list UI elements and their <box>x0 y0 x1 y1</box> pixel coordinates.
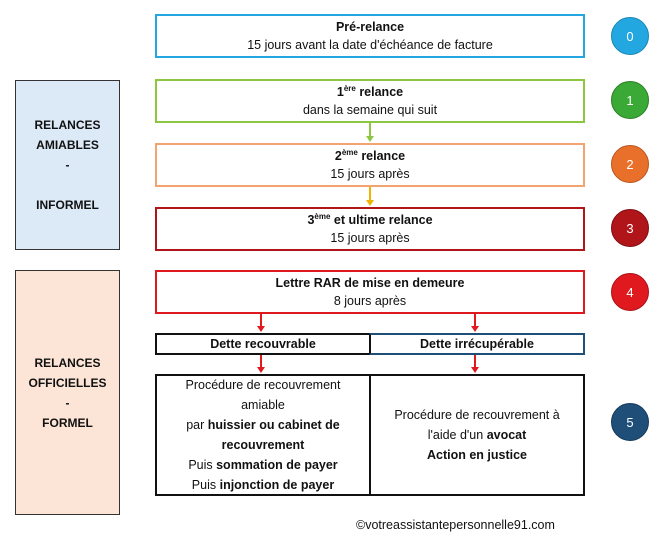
arrow-4-right <box>471 326 479 332</box>
connector-1-2 <box>369 123 371 137</box>
arrow-1-2 <box>366 136 374 142</box>
proc-left-line-1: Procédure de recouvrement <box>185 378 341 392</box>
section-officiel-line-3: - <box>65 395 70 410</box>
proc-left-line-6a: Puis <box>191 478 220 492</box>
header-dette-irrecuperable: Dette irrécupérable <box>369 333 585 355</box>
section-officiel-line-1: RELANCES <box>34 355 101 370</box>
step-1-title-sup: ère <box>343 83 356 93</box>
section-amiable-line-1: RELANCES <box>34 118 101 132</box>
arrow-4-left <box>257 326 265 332</box>
step-2-relance: 2ème relance 15 jours après <box>155 143 585 187</box>
step-0-title: Pré-relance <box>335 20 405 34</box>
header-dette-recouvrable: Dette recouvrable <box>155 333 371 355</box>
step-pre-relance: Pré-relance 15 jours avant la date d'éch… <box>155 14 585 58</box>
proc-right-line-3: Action en justice <box>426 448 528 462</box>
proc-left-line-5a: Puis <box>188 458 217 472</box>
step-3-detail: 15 jours après <box>330 231 410 245</box>
connector-left-proc <box>260 355 262 368</box>
step-4-title: Lettre RAR de mise en demeure <box>275 276 465 290</box>
proc-left-line-3a: par <box>186 418 208 432</box>
section-amiable-line-2: AMIABLES <box>36 138 99 152</box>
step-1-title-rest: relance <box>355 85 404 99</box>
section-officiel-line-4: FORMEL <box>42 415 93 430</box>
step-4-detail: 8 jours après <box>333 294 407 308</box>
proc-left-line-3b: huissier ou cabinet de <box>207 418 340 432</box>
procedure-amiable: Procédure de recouvrement amiable par hu… <box>155 374 371 496</box>
step-1-detail: dans la semaine qui suit <box>302 103 438 117</box>
step-1-title-num: 1 <box>336 85 344 99</box>
proc-right-line-2a: l'aide d'un <box>427 428 487 442</box>
step-2-detail: 15 jours après <box>330 167 410 181</box>
section-officiel-line-2: OFFICIELLES <box>28 375 107 390</box>
step-3-title-sup: ème <box>314 211 331 221</box>
proc-left-line-4: recouvrement <box>221 438 305 452</box>
step-number-0: 0 <box>611 17 649 55</box>
proc-left-line-6b: injonction de payer <box>219 478 335 492</box>
step-number-4: 4 <box>611 273 649 311</box>
step-number-2: 2 <box>611 145 649 183</box>
step-number-5: 5 <box>611 403 649 441</box>
copyright-footer: ©votreassistantepersonnelle91.com <box>356 518 555 532</box>
step-2-title-rest: relance <box>357 149 406 163</box>
step-number-3: 3 <box>611 209 649 247</box>
step-3-title-num: 3 <box>307 213 315 227</box>
connector-4-left <box>260 314 262 327</box>
step-mise-en-demeure: Lettre RAR de mise en demeure 8 jours ap… <box>155 270 585 314</box>
arrow-2-3 <box>366 200 374 206</box>
section-amiable-line-4: INFORMEL <box>36 198 99 212</box>
connector-right-proc <box>474 355 476 368</box>
step-3-title-rest: et ultime relance <box>330 213 433 227</box>
connector-2-3 <box>369 187 371 201</box>
proc-left-line-5b: sommation de payer <box>216 458 338 472</box>
step-3-relance: 3ème et ultime relance 15 jours après <box>155 207 585 251</box>
step-1-relance: 1ère relance dans la semaine qui suit <box>155 79 585 123</box>
step-2-title-num: 2 <box>334 149 342 163</box>
proc-left-line-2: amiable <box>241 398 285 412</box>
step-2-title-sup: ème <box>341 147 358 157</box>
connector-4-right <box>474 314 476 327</box>
step-number-1: 1 <box>611 81 649 119</box>
step-0-detail: 15 jours avant la date d'échéance de fac… <box>247 38 493 52</box>
proc-right-line-1: Procédure de recouvrement à <box>394 408 560 422</box>
header-dette-irrecuperable-label: Dette irrécupérable <box>420 337 534 351</box>
procedure-judiciaire: Procédure de recouvrement à l'aide d'un … <box>369 374 585 496</box>
arrow-right-proc <box>471 367 479 373</box>
header-dette-recouvrable-label: Dette recouvrable <box>210 337 316 351</box>
section-amiable: RELANCES AMIABLES - INFORMEL <box>15 80 120 250</box>
proc-right-line-2b: avocat <box>486 428 527 442</box>
section-officiel: RELANCES OFFICIELLES - FORMEL <box>15 270 120 515</box>
section-amiable-line-3: - <box>65 158 70 172</box>
arrow-left-proc <box>257 367 265 373</box>
